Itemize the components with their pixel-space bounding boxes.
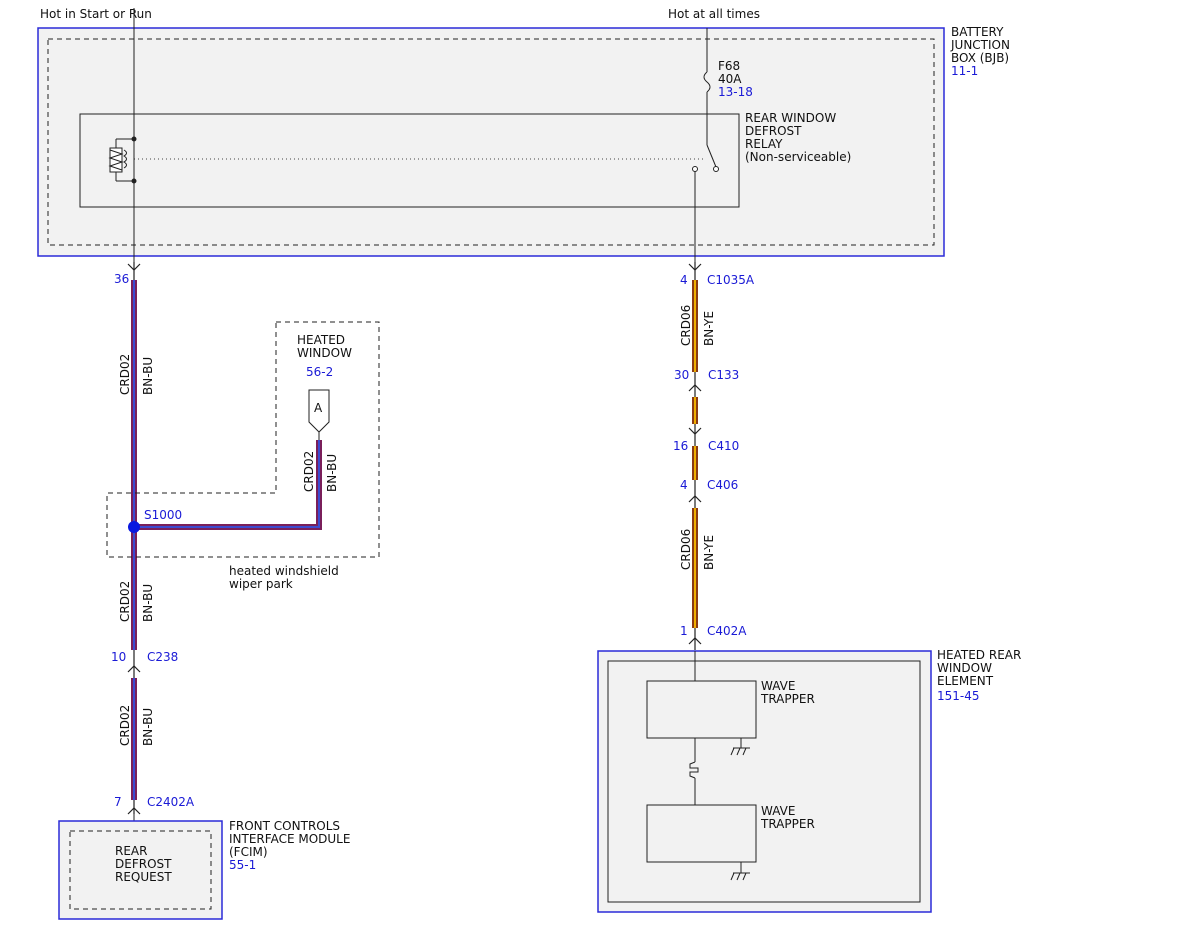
heated-window-title-2: WINDOW: [297, 346, 352, 360]
left-seg2-color: BN-BU: [141, 584, 155, 622]
offpage-label: A: [314, 401, 323, 415]
fcim-name-2: INTERFACE MODULE: [229, 832, 350, 846]
hrwe-name-2: WINDOW: [937, 661, 992, 675]
hrwe-ref[interactable]: 151-45: [937, 689, 980, 703]
right-c3-name: C410: [708, 439, 739, 453]
fcim-inner-3: REQUEST: [115, 870, 172, 884]
bjb-ref[interactable]: 11-1: [951, 64, 978, 78]
trapper2-label-1: WAVE: [761, 804, 795, 818]
left-c2-pin: 10: [111, 650, 126, 664]
left-c2-name: C238: [147, 650, 178, 664]
connector-c410-icon[interactable]: [688, 424, 702, 446]
splice-s1000-dot[interactable]: [128, 521, 140, 533]
left-wire-seg2[interactable]: [131, 529, 137, 650]
connector-c238-icon[interactable]: [127, 650, 141, 678]
connector-c406-icon[interactable]: [688, 480, 702, 508]
trapper1-label-1: WAVE: [761, 679, 795, 693]
connector-c133-icon[interactable]: [688, 372, 702, 397]
note-line-2: wiper park: [229, 577, 293, 591]
hrwe-inner: [607, 660, 921, 903]
right-wire-seg-mid[interactable]: [692, 446, 698, 480]
branch-circuit: CRD02: [302, 451, 316, 492]
left-c3-name: C2402A: [147, 795, 195, 809]
left-seg1-color: BN-BU: [141, 357, 155, 395]
left-seg3-circuit: CRD02: [118, 705, 132, 746]
left-wire-seg1[interactable]: [131, 280, 137, 529]
relay-switch-icon: [692, 97, 719, 172]
relay-label-3: RELAY: [745, 137, 783, 151]
relay-label-1: REAR WINDOW: [745, 111, 836, 125]
right-wire-seg2[interactable]: [692, 508, 698, 628]
fcim-box[interactable]: [58, 820, 223, 920]
right-c2-pin: 30: [674, 368, 689, 382]
left-c1-pin: 36: [114, 272, 129, 286]
offpage-connector-a-icon[interactable]: [308, 389, 330, 440]
hot-start-run-label: Hot in Start or Run: [40, 7, 152, 21]
right-c5-name: C402A: [707, 624, 747, 638]
right-c1-pin: 4: [680, 273, 688, 287]
fcim-inner-1: REAR: [115, 844, 147, 858]
branch-color: BN-BU: [325, 454, 339, 492]
bjb-box[interactable]: [37, 27, 945, 257]
relay-label-4: (Non-serviceable): [745, 150, 851, 164]
right-c5-pin: 1: [680, 624, 688, 638]
fcim-name-1: FRONT CONTROLS: [229, 819, 340, 833]
right-wire-seg-short[interactable]: [692, 397, 698, 424]
left-seg1-circuit: CRD02: [118, 354, 132, 395]
right-c2-name: C133: [708, 368, 739, 382]
ground-icon-1: [730, 738, 750, 756]
heated-window-ref[interactable]: 56-2: [306, 365, 333, 379]
relay-label-2: DEFROST: [745, 124, 802, 138]
hot-all-times-label: Hot at all times: [668, 7, 760, 21]
fcim-ref[interactable]: 55-1: [229, 858, 256, 872]
left-seg3-color: BN-BU: [141, 708, 155, 746]
right-c4-pin: 4: [680, 478, 688, 492]
heated-window-branch-wire[interactable]: [137, 440, 322, 530]
fuse-rating: 40A: [718, 72, 742, 86]
right-c3-pin: 16: [673, 439, 688, 453]
heated-window-title-1: HEATED: [297, 333, 345, 347]
heated-window-region: [106, 321, 380, 558]
right-seg2-color: BN-YE: [702, 535, 716, 570]
right-c1-name: C1035A: [707, 273, 755, 287]
bjb-name-1: BATTERY: [951, 25, 1004, 39]
ground-icon-2: [730, 862, 750, 881]
connector-c402a-icon[interactable]: [688, 628, 702, 650]
left-wire-seg3[interactable]: [131, 678, 137, 800]
connector-c2402a-icon[interactable]: [127, 800, 141, 815]
connector-c1035a-icon[interactable]: [688, 262, 702, 280]
fcim-inner-dashed: [69, 830, 212, 910]
splice-label: S1000: [144, 508, 182, 522]
fuse-ref[interactable]: 13-18: [718, 85, 753, 99]
right-seg1-color: BN-YE: [702, 311, 716, 346]
right-c4-name: C406: [707, 478, 738, 492]
right-wire-seg1[interactable]: [692, 280, 698, 372]
wave-trapper-1[interactable]: [646, 680, 757, 739]
right-seg2-circuit: CRD06: [679, 529, 693, 570]
connector-36-icon[interactable]: [127, 262, 141, 280]
right-seg1-circuit: CRD06: [679, 305, 693, 346]
relay-box[interactable]: [79, 113, 740, 208]
bjb-name-3: BOX (BJB): [951, 51, 1009, 65]
heating-grid-resistor-icon: [689, 738, 699, 805]
left-seg2-circuit: CRD02: [118, 581, 132, 622]
note-line-1: heated windshield: [229, 564, 339, 578]
bjb-name-2: JUNCTION: [950, 38, 1010, 52]
fcim-inner-2: DEFROST: [115, 857, 172, 871]
hrwe-name-1: HEATED REAR: [937, 648, 1021, 662]
fuse-id: F68: [718, 59, 740, 73]
fuse-icon[interactable]: [703, 28, 711, 97]
hrwe-name-3: ELEMENT: [937, 674, 994, 688]
left-c3-pin: 7: [114, 795, 122, 809]
trapper2-label-2: TRAPPER: [760, 817, 815, 831]
fcim-name-3: (FCIM): [229, 845, 268, 859]
bjb-inner-dashed: [47, 38, 935, 246]
wave-trapper-2[interactable]: [646, 804, 757, 863]
trapper1-label-2: TRAPPER: [760, 692, 815, 706]
